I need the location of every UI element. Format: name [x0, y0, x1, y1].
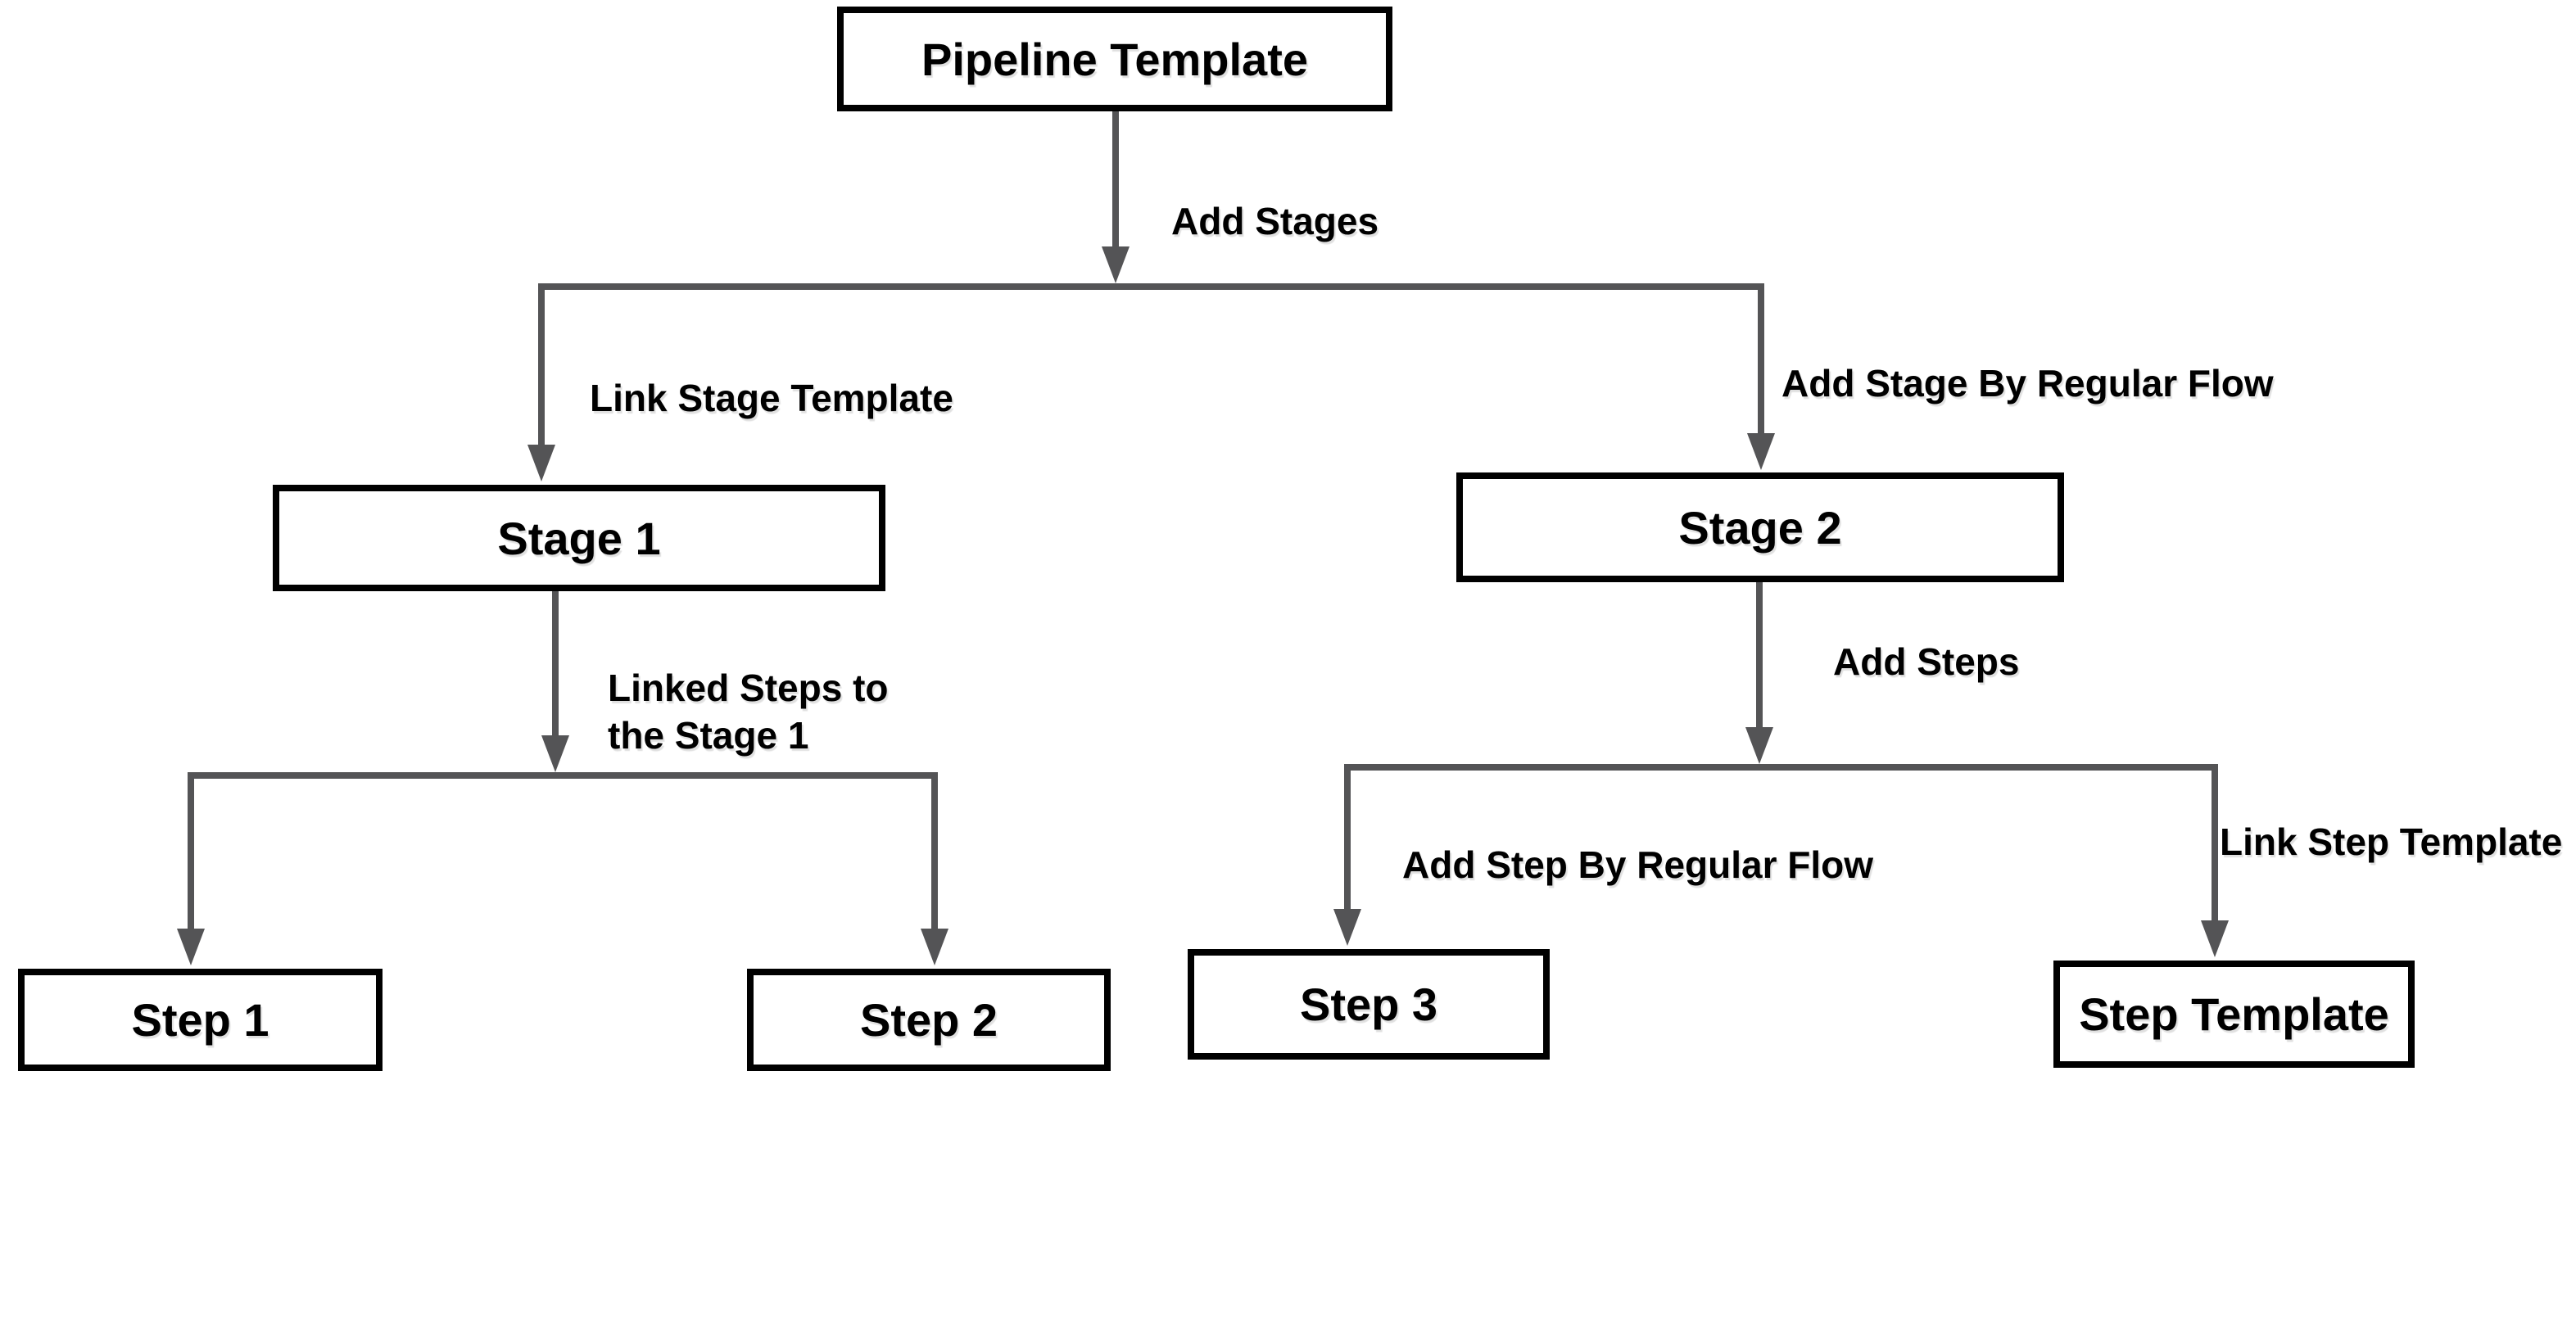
node-stage-1: Stage 1 — [273, 485, 885, 591]
arrowhead-into-stage-1 — [527, 445, 555, 481]
node-step-2: Step 2 — [747, 969, 1111, 1071]
node-step-template: Step Template — [2053, 961, 2415, 1068]
edge-label-add-steps: Add Steps — [1833, 640, 2020, 683]
node-step-template-label: Step Template — [2079, 988, 2389, 1040]
arrowhead-stage1-branch — [541, 735, 569, 772]
edge-label-link-stage-template: Link Stage Template — [590, 377, 953, 419]
edge-label-link-step-template: Link Step Template — [2220, 820, 2563, 863]
node-stage-2-label: Stage 2 — [1678, 501, 1842, 554]
node-step-3-label: Step 3 — [1299, 979, 1438, 1030]
arrowhead-into-step-3 — [1333, 909, 1361, 946]
arrowhead-into-step-1 — [177, 929, 205, 965]
arrowhead-stage2-branch — [1745, 727, 1773, 764]
node-step-2-label: Step 2 — [859, 994, 998, 1046]
edge-stage1-branch-rail — [188, 772, 938, 932]
node-stage-1-label: Stage 1 — [497, 512, 661, 564]
arrowhead-into-step-2 — [921, 929, 948, 965]
arrowhead-add-stages — [1102, 246, 1130, 283]
arrowhead-into-step-template — [2201, 920, 2229, 957]
edge-label-add-step-by-regular-flow: Add Step By Regular Flow — [1402, 843, 1874, 886]
node-step-3: Step 3 — [1188, 949, 1550, 1060]
node-pipeline-template-label: Pipeline Template — [921, 33, 1308, 85]
edge-label-add-stage-by-regular-flow: Add Stage By Regular Flow — [1781, 362, 2274, 405]
edge-label-add-stages: Add Stages — [1171, 200, 1379, 242]
node-step-1: Step 1 — [18, 969, 383, 1071]
arrowhead-into-stage-2 — [1747, 433, 1775, 470]
edge-stages-branch-line — [538, 283, 1764, 448]
edge-stage2-branch-rail — [1344, 764, 2218, 924]
node-pipeline-template: Pipeline Template — [837, 7, 1392, 111]
node-stage-2: Stage 2 — [1456, 472, 2064, 582]
node-step-1-label: Step 1 — [131, 994, 269, 1046]
edge-label-linked-steps-to-the-stage-1: Linked Steps to the Stage 1 — [608, 667, 889, 757]
